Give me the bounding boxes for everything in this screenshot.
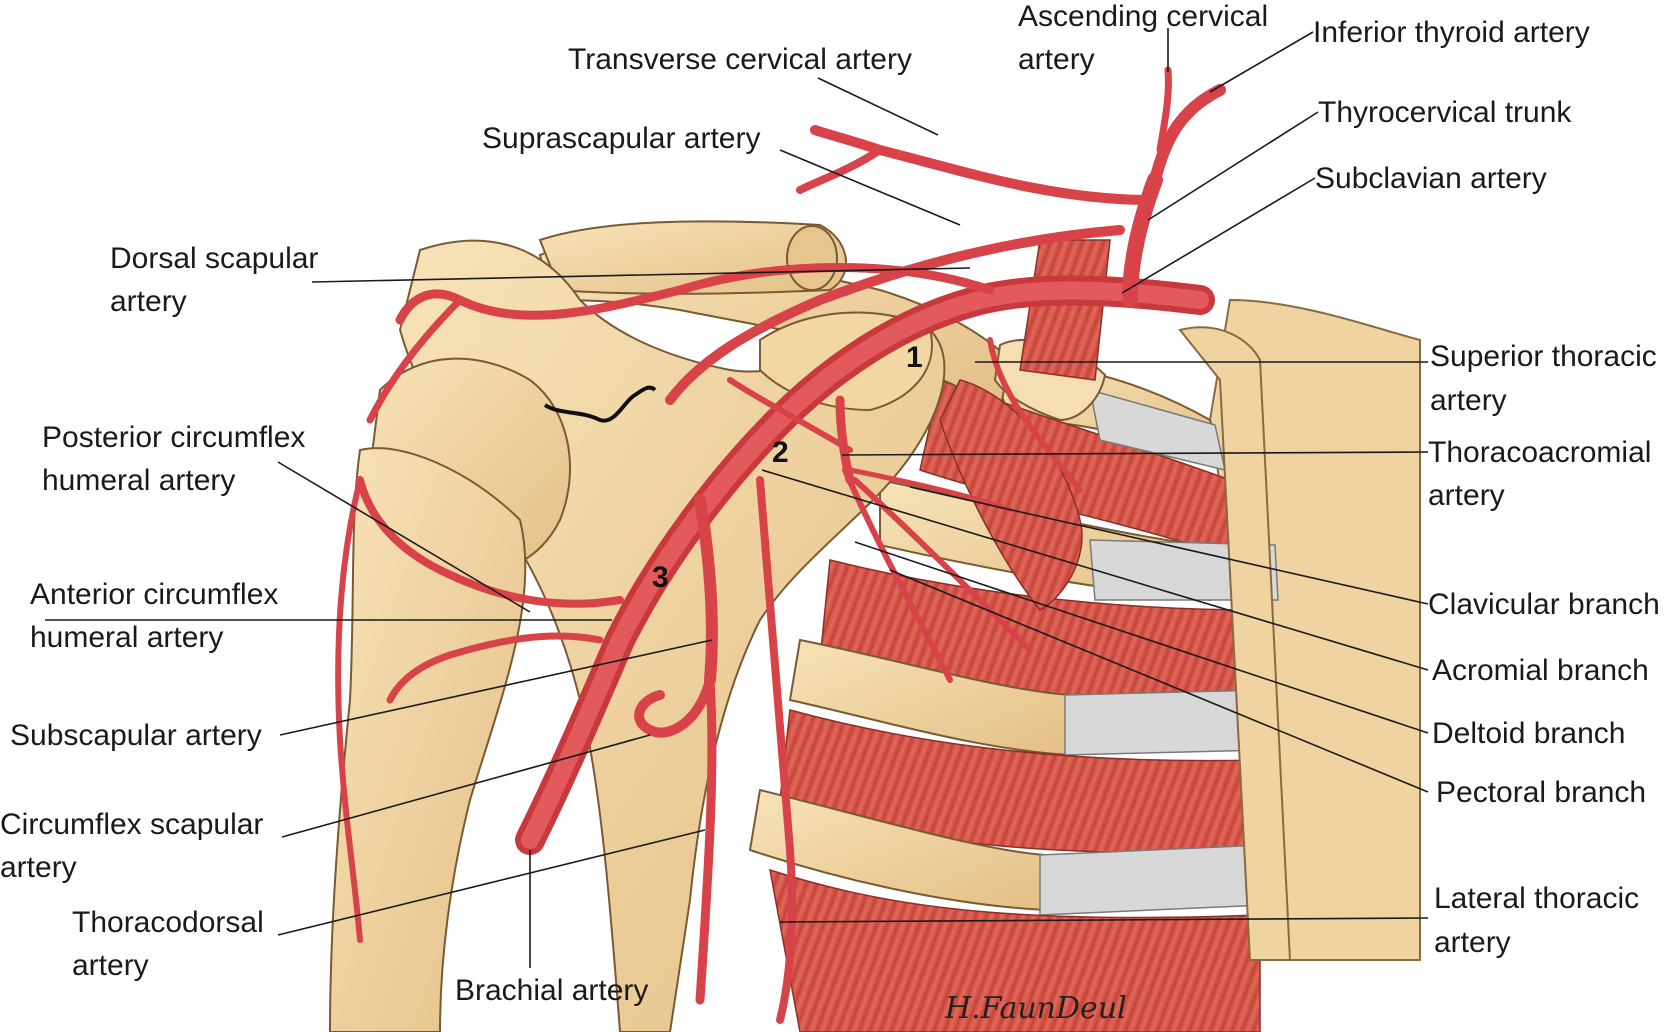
label-pectoral-branch: Pectoral branch [1436, 776, 1646, 809]
label-lateral-thoracic: Lateral thoracic artery [1434, 882, 1647, 959]
label-thoracodorsal: Thoracodorsal artery [72, 906, 272, 982]
artery-clavicular-branch [847, 467, 1013, 513]
label-dorsal-scapular: Dorsal scapular artery [110, 242, 327, 318]
leader-inferior-thyroid [1209, 31, 1314, 93]
muscle-intercostal-4 [769, 868, 1261, 1032]
artery-transverse-cervical [810, 125, 1155, 205]
label-anterior-circumflex: Anterior circumflex humeral artery [30, 578, 287, 654]
label-superior-thoracic: Superior thoracic artery [1430, 340, 1665, 417]
leader-suprascapular [779, 149, 961, 226]
leader-acromial-branch [761, 469, 1429, 671]
label-acromial-branch: Acromial branch [1432, 654, 1649, 687]
artery-thyrocervical-trunk [1122, 172, 1163, 308]
sternum-edge [1178, 326, 1292, 961]
label-transverse-cervical: Transverse cervical artery [568, 43, 912, 76]
leader-subclavian [1121, 177, 1316, 294]
label-posterior-circumflex: Posterior circumflex humeral artery [42, 421, 314, 497]
label-suprascapular: Suprascapular artery [482, 122, 760, 155]
label-circumflex-scapular: Circumflex scapular artery [0, 808, 272, 884]
artery-subscapular [694, 494, 718, 686]
cartilage-3 [1064, 689, 1266, 756]
label-thoracoacromial: Thoracoacromial artery [1428, 436, 1660, 512]
artery-main-trunk-highlight [521, 281, 1209, 849]
artery-inferior-thyroid [1149, 84, 1226, 186]
artery-transverse-cervical-branch [796, 146, 884, 194]
leader-thoracodorsal [277, 829, 706, 936]
segment-number-1: 1 [906, 341, 923, 374]
artery-suprascapular [665, 225, 1125, 405]
artery-acromial-branch [727, 377, 853, 453]
leader-thoracoacromial [841, 451, 1429, 456]
artist-signature: H.FaunDeul [944, 991, 1127, 1026]
acromion-end [786, 225, 838, 291]
humerus-shaft [328, 447, 527, 1032]
label-ascending-cervical: Ascending cervical artery [1018, 0, 1276, 76]
label-thyrocervical-trunk: Thyrocervical trunk [1318, 96, 1572, 129]
leader-pectoral-branch [889, 569, 1429, 793]
artery-ascending-cervical [1156, 66, 1172, 154]
leader-clavicular-branch [909, 486, 1429, 605]
anatomy-illustration: 1 2 3 H.FaunDeul [328, 66, 1421, 1032]
artery-pectoral-branch [852, 477, 1033, 653]
leader-posterior-circumflex [277, 461, 531, 613]
artery-superior-thoracic [987, 337, 1083, 493]
segment-number-3: 3 [652, 561, 669, 594]
label-subclavian: Subclavian artery [1315, 162, 1547, 195]
artery-posterior-circumflex-humeral [356, 476, 624, 608]
artery-anterior-circumflex-humeral [386, 632, 604, 704]
leader-lateral-thoracic [779, 917, 1429, 923]
label-deltoid-branch: Deltoid branch [1432, 717, 1625, 750]
label-brachial: Brachial artery [455, 974, 648, 1007]
artery-circumflex-scapular [634, 675, 715, 738]
label-subscapular: Subscapular artery [10, 719, 262, 752]
artery-thoracodorsal [695, 675, 717, 1005]
leader-deltoid-branch [854, 541, 1429, 734]
leader-dorsal-scapular [311, 267, 971, 283]
leader-subscapular [279, 639, 713, 736]
artery-dorsal-scapular [395, 263, 995, 325]
artery-lateral-thoracic [756, 476, 796, 1024]
leader-lines [45, 28, 1429, 968]
cartilage-4 [1039, 844, 1266, 916]
leader-thyrocervical-trunk [1147, 111, 1319, 221]
segment-number-2: 2 [772, 436, 789, 469]
label-clavicular-branch: Clavicular branch [1428, 588, 1660, 621]
leader-circumflex-scapular [281, 734, 651, 838]
scalene-muscle [1019, 239, 1111, 381]
suprascapular-notch [543, 385, 657, 423]
labels: Ascending cervical artery Inferior thyro… [0, 0, 1665, 1007]
leader-transverse-cervical [817, 77, 939, 136]
artery-dorsal-scapular-descending [366, 296, 464, 424]
arterial-tree [335, 66, 1226, 1024]
label-inferior-thyroid: Inferior thyroid artery [1313, 16, 1590, 49]
artery-humeral-collateral [335, 477, 363, 943]
